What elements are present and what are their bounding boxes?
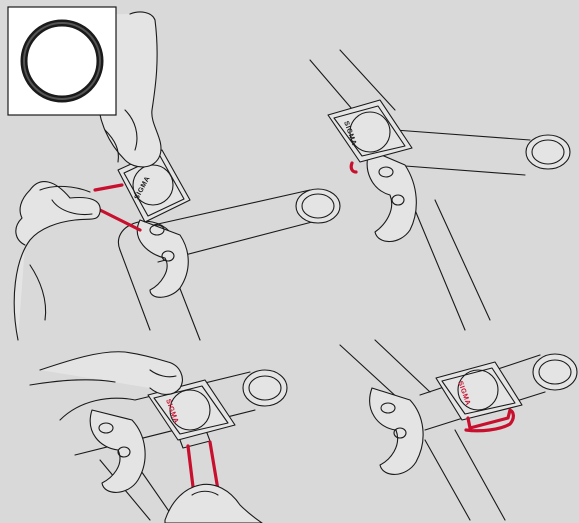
- panel-step-3: SIGMA: [30, 352, 287, 523]
- panel-step-2: SIGMA: [310, 50, 570, 330]
- hand-icon: [30, 352, 182, 395]
- panel-step-4: SIGMA: [340, 340, 577, 520]
- hand-icon: [165, 484, 262, 523]
- hand-icon: [14, 182, 100, 340]
- handlebar-icon: [310, 50, 570, 330]
- panel-step-1: SIGMA: [8, 7, 340, 340]
- handlebar-icon: [340, 340, 577, 520]
- mount-icon: SIGMA: [328, 100, 412, 162]
- rubber-band-icon: [351, 163, 356, 172]
